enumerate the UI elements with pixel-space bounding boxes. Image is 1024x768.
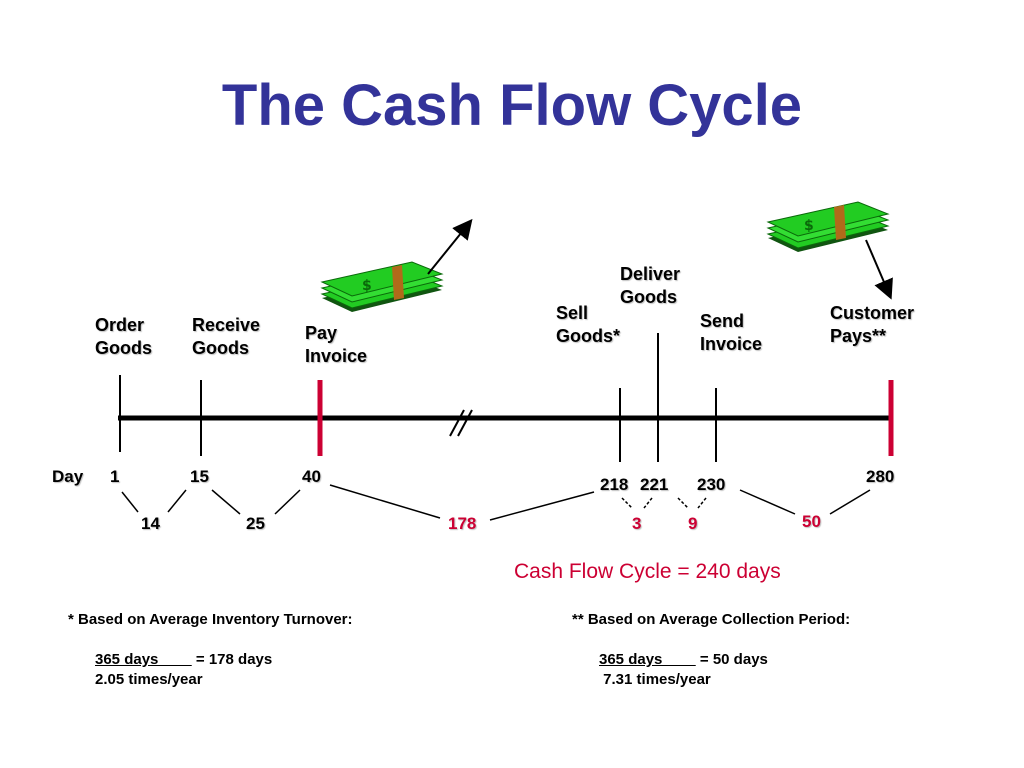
page-title: The Cash Flow Cycle [221, 73, 803, 138]
interval-value: 3 [632, 514, 642, 533]
day-value: 280 [866, 467, 895, 486]
event-receive-goods: Receive Goods [192, 315, 261, 358]
footnote-inventory: * Based on Average Inventory Turnover: 3… [68, 610, 353, 690]
interval-value: 178 [448, 514, 477, 533]
interval-connectors [121, 484, 871, 521]
footnote-heading: * Based on Average Inventory Turnover: [68, 611, 353, 628]
footnote-collection: ** Based on Average Collection Period: 3… [572, 610, 850, 690]
footnote-heading: ** Based on Average Collection Period: [572, 611, 851, 628]
day-value: 230 [697, 475, 726, 494]
event-deliver-goods: Deliver Goods [620, 264, 681, 307]
footnote-formula: 365 days = 50 days [599, 650, 850, 670]
svg-text:$: $ [804, 218, 814, 234]
formula-numerator: 365 days [95, 651, 192, 668]
day-value: 221 [640, 475, 669, 494]
day-value: 1 [110, 467, 120, 486]
money-stack-icon: $ [320, 261, 444, 312]
day-value: 15 [190, 467, 209, 486]
interval-value: 9 [688, 514, 698, 533]
interval-value: 50 [802, 512, 821, 531]
event-customer-pays: Customer Pays** [830, 303, 915, 346]
event-sell-goods: Sell Goods* [556, 303, 621, 346]
footnote-formula: 365 days = 178 days [95, 650, 353, 670]
event-order-goods: Order Goods [95, 315, 152, 358]
money-inflow-arrow [865, 239, 893, 300]
cash-flow-cycle-summary: Cash Flow Cycle = 240 days [514, 560, 781, 583]
formula-result: = 178 days [195, 651, 273, 668]
formula-numerator: 365 days [599, 651, 696, 668]
day-label: Day [52, 467, 84, 486]
formula-result: = 50 days [699, 651, 768, 668]
interval-value: 25 [246, 514, 265, 533]
formula-denominator: 2.05 times/year [95, 671, 203, 688]
timeline-break-mark [457, 409, 473, 437]
svg-text:$: $ [362, 278, 372, 294]
formula-denominator: 7.31 times/year [599, 671, 711, 688]
day-value: 40 [302, 467, 321, 486]
money-outflow-arrow [427, 218, 473, 275]
event-send-invoice: Send Invoice [700, 311, 763, 354]
event-pay-invoice: Pay Invoice [305, 323, 368, 366]
timeline-break-mark [449, 409, 465, 437]
money-stack-icon: $ [766, 201, 890, 252]
interval-value: 14 [141, 514, 160, 533]
day-value: 218 [600, 475, 629, 494]
